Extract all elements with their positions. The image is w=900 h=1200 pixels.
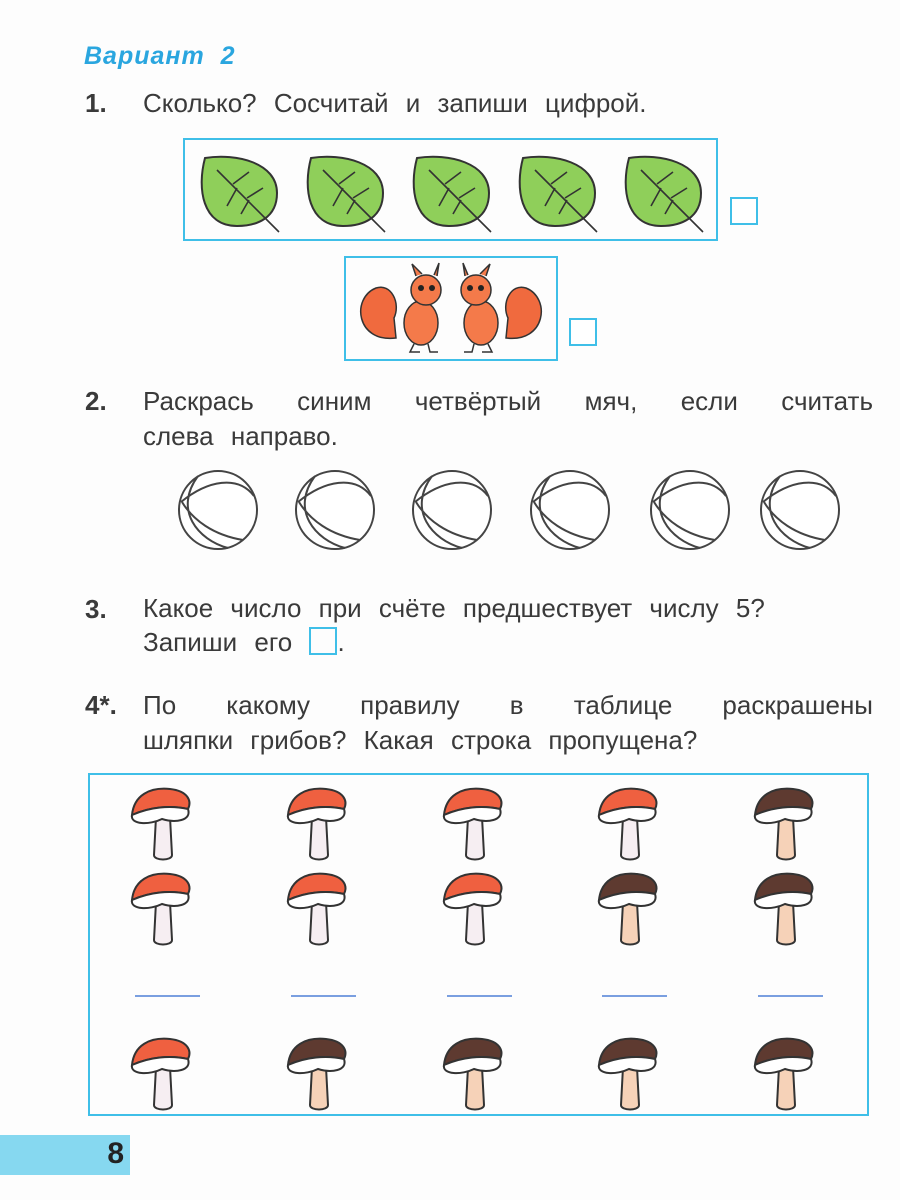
mushroom-icon-red bbox=[442, 872, 503, 946]
mushroom-icon-brown bbox=[442, 1037, 503, 1111]
squirrel-icon bbox=[460, 262, 542, 353]
mushroom-icon-brown bbox=[753, 787, 814, 861]
squirrels-box bbox=[344, 256, 558, 361]
ball-icon bbox=[178, 470, 258, 550]
mushroom-icon-red bbox=[286, 787, 347, 861]
ball-icon bbox=[650, 470, 730, 550]
mushroom-icon-brown bbox=[286, 1037, 347, 1111]
mushroom-icon-brown bbox=[597, 1037, 658, 1111]
balls-row bbox=[178, 470, 840, 550]
leaf-icon bbox=[200, 155, 280, 233]
answer-box-number[interactable] bbox=[309, 627, 338, 655]
mushroom-icon-red bbox=[442, 787, 503, 861]
mushroom-icon-brown bbox=[753, 872, 814, 946]
page-number-bar: 8 bbox=[0, 1135, 130, 1175]
mushroom-icon-brown bbox=[753, 1037, 814, 1111]
task-2-text-line2: слева направо. bbox=[143, 421, 338, 451]
ball-icon bbox=[412, 470, 492, 550]
mushroom-icon-brown bbox=[597, 872, 658, 946]
leaf-icon bbox=[518, 155, 598, 233]
task-4-text-line2: шляпки грибов? Какая строка пропущена? bbox=[143, 725, 698, 755]
mushroom-icon-red bbox=[597, 787, 658, 861]
leaf-icon bbox=[412, 155, 492, 233]
mushroom-table bbox=[88, 773, 869, 1116]
mushroom-icon-red bbox=[130, 872, 191, 946]
leaf-icon bbox=[306, 155, 386, 233]
task-1-number: 1. bbox=[85, 88, 107, 118]
task-3-period: . bbox=[337, 627, 345, 657]
task-3-number: 3. bbox=[85, 594, 107, 624]
task-4-text-line1: По какому правилу в таблице раскрашены bbox=[143, 690, 873, 720]
ball-icon bbox=[530, 470, 610, 550]
squirrel-icon bbox=[360, 262, 442, 353]
answer-box-leaves[interactable] bbox=[730, 197, 758, 225]
ball-icon bbox=[760, 470, 840, 550]
leaves-box bbox=[183, 138, 718, 241]
task-2-text-line1: Раскрась синим четвёртый мяч, если счита… bbox=[143, 386, 873, 416]
leaves-group bbox=[200, 155, 704, 233]
task-2-number: 2. bbox=[85, 386, 107, 416]
mushroom-grid bbox=[130, 787, 823, 1111]
mushroom-icon-red bbox=[130, 1037, 191, 1111]
squirrels-group bbox=[360, 262, 542, 353]
variant-title: Вариант 2 bbox=[84, 42, 236, 70]
task-1-text: Сколько? Сосчитай и запиши цифрой. bbox=[143, 88, 647, 118]
ball-icon bbox=[295, 470, 375, 550]
mushroom-icon-red bbox=[286, 872, 347, 946]
task-3-text-line1: Какое число при счёте предшествует числу… bbox=[143, 593, 765, 623]
leaf-icon bbox=[624, 155, 704, 233]
answer-box-squirrels[interactable] bbox=[569, 318, 597, 346]
mushroom-icon-red bbox=[130, 787, 191, 861]
page-number: 8 bbox=[107, 1137, 124, 1170]
task-3-text-line2: Запиши его bbox=[143, 627, 293, 657]
task-4-number: 4*. bbox=[85, 690, 117, 720]
